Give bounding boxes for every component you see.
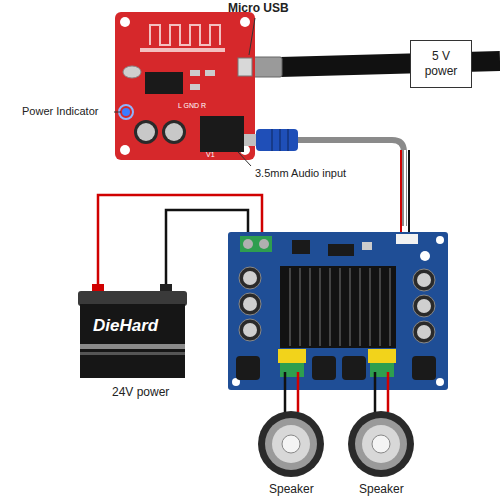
speaker-symbol: [348, 411, 414, 477]
speaker-wire: [387, 372, 390, 412]
leader-line: [238, 152, 251, 166]
bluetooth-board: [115, 12, 255, 160]
audio-wire: [400, 150, 402, 234]
part-label: Power Indicator: [22, 105, 98, 118]
leader-line: [249, 18, 255, 55]
power-source-box: 5 V power: [410, 40, 472, 88]
audio-plug: [244, 129, 298, 151]
audio-wire: [404, 150, 406, 234]
battery: [78, 284, 187, 378]
part-label: 24V power: [112, 386, 169, 400]
pin-label: L GND R: [178, 102, 206, 110]
speaker-wire: [374, 372, 377, 412]
silkscreen-label: V1: [206, 151, 215, 159]
audio-cable: [297, 140, 404, 226]
leader-line: [114, 112, 121, 113]
part-label: Speaker: [359, 483, 404, 497]
brand-label: DieHard: [93, 316, 158, 336]
box-label: 5 V power: [417, 49, 465, 79]
speaker-wire: [297, 372, 300, 412]
amplifier-board: [228, 232, 448, 390]
part-label: Speaker: [269, 483, 314, 497]
audio-wire: [408, 150, 410, 234]
speaker-symbol: [258, 411, 324, 477]
part-label: 3.5mm Audio input: [255, 167, 346, 180]
speaker-wire: [284, 372, 287, 412]
part-label: Micro USB: [228, 2, 289, 16]
